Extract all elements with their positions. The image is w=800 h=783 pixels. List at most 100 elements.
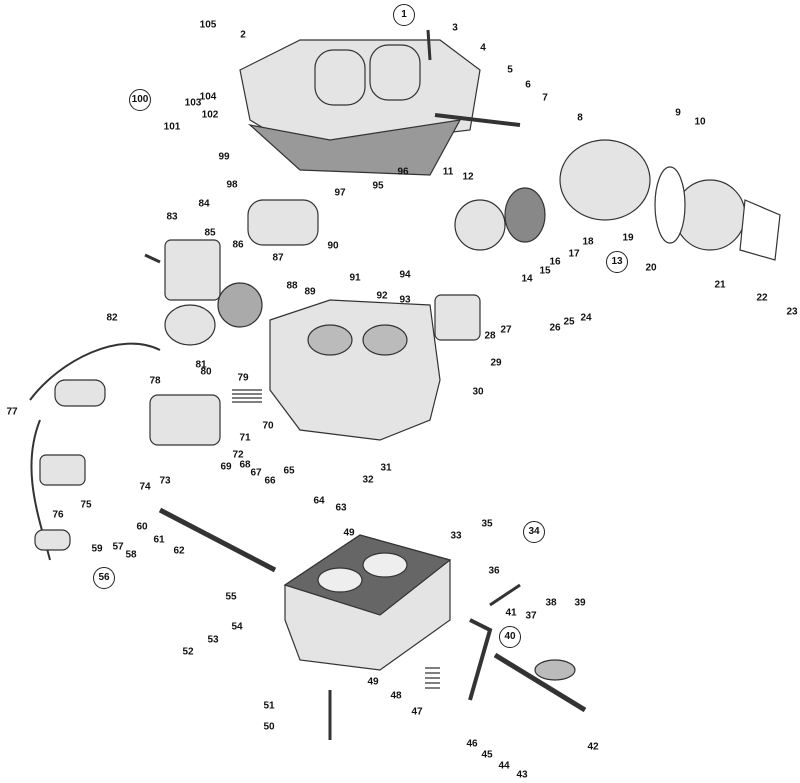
pump-cover bbox=[164, 239, 221, 301]
choke-cover bbox=[674, 179, 746, 251]
bore-left bbox=[307, 324, 353, 356]
part-label-95: 95 bbox=[372, 180, 384, 192]
part-label-70: 70 bbox=[262, 420, 274, 432]
part-label-93: 93 bbox=[399, 294, 411, 306]
gasket-22 bbox=[739, 199, 781, 261]
gasket-20 bbox=[654, 166, 686, 244]
part-label-21: 21 bbox=[714, 279, 726, 291]
part-label-34: 34 bbox=[523, 521, 545, 543]
part-label-49: 49 bbox=[367, 676, 379, 688]
part-label-97: 97 bbox=[334, 187, 346, 199]
part-label-9: 9 bbox=[675, 107, 681, 119]
part-label-46: 46 bbox=[466, 738, 478, 750]
throttle-shaft bbox=[158, 507, 277, 573]
part-label-12: 12 bbox=[462, 171, 474, 183]
part-label-99: 99 bbox=[218, 151, 230, 163]
part-label-3: 3 bbox=[452, 22, 458, 34]
part-label-1: 1 bbox=[393, 4, 415, 26]
part-label-48: 48 bbox=[390, 690, 402, 702]
part-label-38: 38 bbox=[545, 597, 557, 609]
part-label-18: 18 bbox=[582, 236, 594, 248]
part-label-27: 27 bbox=[500, 324, 512, 336]
part-label-30: 30 bbox=[472, 386, 484, 398]
part-label-77: 77 bbox=[6, 406, 18, 418]
part-label-94: 94 bbox=[399, 269, 411, 281]
part-label-19: 19 bbox=[622, 232, 634, 244]
part-label-52: 52 bbox=[182, 646, 194, 658]
part-label-85: 85 bbox=[204, 227, 216, 239]
part-label-36: 36 bbox=[488, 565, 500, 577]
part-76 bbox=[39, 454, 86, 486]
part-label-37: 37 bbox=[525, 610, 537, 622]
part-label-86: 86 bbox=[232, 239, 244, 251]
part-label-72: 72 bbox=[232, 449, 244, 461]
part-label-16: 16 bbox=[549, 256, 561, 268]
part-label-64: 64 bbox=[313, 495, 325, 507]
float bbox=[247, 199, 319, 246]
solenoid-56 bbox=[34, 529, 71, 551]
part-label-60: 60 bbox=[136, 521, 148, 533]
part-label-102: 102 bbox=[201, 109, 219, 121]
pump-diaphragm bbox=[217, 282, 263, 328]
spring-47 bbox=[425, 667, 440, 689]
part-label-90: 90 bbox=[327, 240, 339, 252]
lever-40 bbox=[468, 618, 493, 701]
housing-72 bbox=[149, 394, 221, 446]
part-label-62: 62 bbox=[173, 545, 185, 557]
part-label-10: 10 bbox=[694, 116, 706, 128]
part-label-55: 55 bbox=[225, 591, 237, 603]
part-label-14: 14 bbox=[521, 273, 533, 285]
part-label-53: 53 bbox=[207, 634, 219, 646]
part-label-88: 88 bbox=[286, 280, 298, 292]
spring-70 bbox=[232, 389, 262, 403]
part-label-44: 44 bbox=[498, 760, 510, 772]
part-label-33: 33 bbox=[450, 530, 462, 542]
part-label-8: 8 bbox=[577, 112, 583, 124]
part-label-73: 73 bbox=[159, 475, 171, 487]
shaft-37 bbox=[493, 652, 587, 713]
part-label-17: 17 bbox=[568, 248, 580, 260]
part-label-65: 65 bbox=[283, 465, 295, 477]
throttle-disc bbox=[534, 659, 576, 681]
part-label-13: 13 bbox=[606, 251, 628, 273]
part-label-83: 83 bbox=[166, 211, 178, 223]
diaphragm bbox=[504, 187, 546, 243]
pump-body bbox=[164, 304, 216, 346]
part-label-24: 24 bbox=[580, 312, 592, 324]
part-label-4: 4 bbox=[480, 42, 486, 54]
part-label-80: 80 bbox=[200, 366, 212, 378]
part-label-58: 58 bbox=[125, 549, 137, 561]
part-label-76: 76 bbox=[52, 509, 64, 521]
part-label-32: 32 bbox=[362, 474, 374, 486]
part-label-69: 69 bbox=[220, 461, 232, 473]
rod-6 bbox=[434, 113, 521, 127]
part-label-2: 2 bbox=[240, 29, 246, 41]
part-label-67: 67 bbox=[250, 467, 262, 479]
part-label-56: 56 bbox=[93, 567, 115, 589]
air-horn-left bbox=[314, 49, 366, 106]
part-label-75: 75 bbox=[80, 499, 92, 511]
part-label-43: 43 bbox=[516, 769, 528, 781]
part-label-7: 7 bbox=[542, 92, 548, 104]
part-label-42: 42 bbox=[587, 741, 599, 753]
part-label-11: 11 bbox=[442, 166, 454, 178]
part-label-79: 79 bbox=[237, 372, 249, 384]
part-label-28: 28 bbox=[484, 330, 496, 342]
main-body bbox=[269, 299, 441, 441]
base-gasket bbox=[283, 534, 452, 616]
part-label-51: 51 bbox=[263, 700, 275, 712]
part-label-25: 25 bbox=[563, 316, 575, 328]
part-label-105: 105 bbox=[199, 19, 217, 31]
part-label-91: 91 bbox=[349, 272, 361, 284]
part-label-92: 92 bbox=[376, 290, 388, 302]
part-label-63: 63 bbox=[335, 502, 347, 514]
part-label-49: 49 bbox=[343, 527, 355, 539]
part-label-81: 81 bbox=[195, 359, 207, 371]
part-label-23: 23 bbox=[786, 306, 798, 318]
part-label-39: 39 bbox=[574, 597, 586, 609]
part-label-100: 100 bbox=[129, 89, 151, 111]
part-label-6: 6 bbox=[525, 79, 531, 91]
base-bore-left bbox=[317, 567, 363, 593]
part-label-101: 101 bbox=[163, 121, 181, 133]
